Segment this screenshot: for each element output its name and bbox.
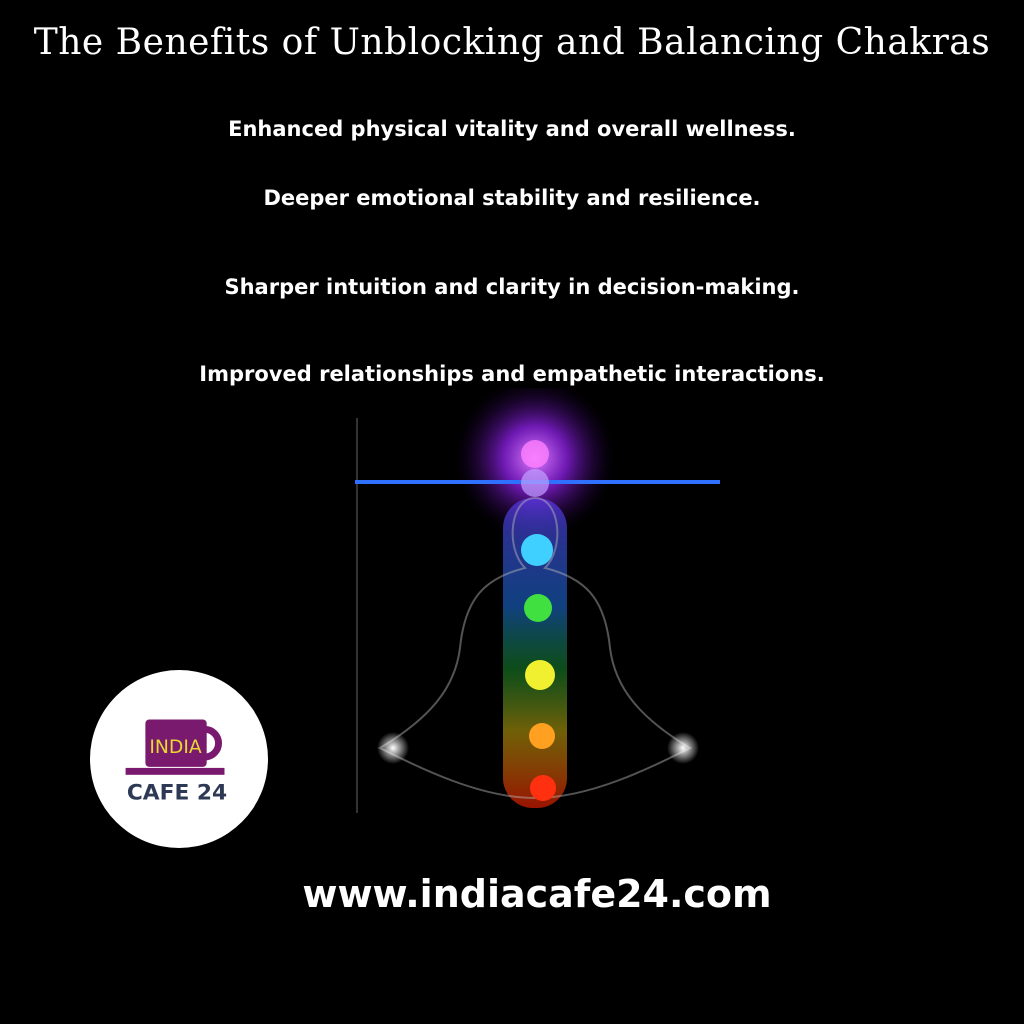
svg-text:INDIA: INDIA xyxy=(149,737,202,758)
benefit-item: Enhanced physical vitality and overall w… xyxy=(228,117,796,141)
chakra-meditation-image xyxy=(355,378,720,813)
india-cafe-24-logo: INDIA CAFE 24 xyxy=(90,670,268,848)
benefit-item: Deeper emotional stability and resilienc… xyxy=(263,186,761,210)
chakra-points xyxy=(377,440,699,801)
page-title: The Benefits of Unblocking and Balancing… xyxy=(33,22,991,63)
benefit-item: Improved relationships and empathetic in… xyxy=(199,362,825,386)
benefit-item: Sharper intuition and clarity in decisio… xyxy=(224,275,800,299)
website-url[interactable]: www.indiacafe24.com xyxy=(302,872,772,916)
svg-text:CAFE 24: CAFE 24 xyxy=(127,781,227,806)
